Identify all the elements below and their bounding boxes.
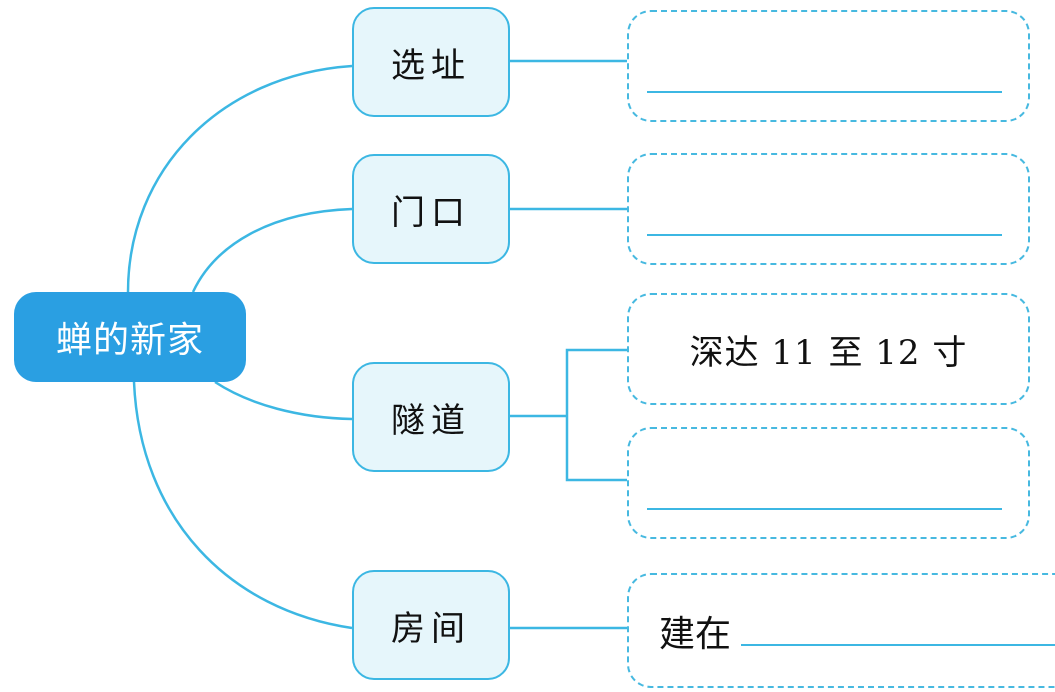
branch-label: 选址: [391, 45, 471, 86]
connector-root-to-xuanzhi: [126, 64, 353, 293]
branch-node-xuanzhi: 选址: [352, 7, 510, 117]
answer-blank[interactable]: [741, 644, 1055, 646]
answer-blank[interactable]: [647, 508, 1002, 510]
branch-label: 隧道: [391, 400, 471, 441]
branch-node-suidao: 隧道: [352, 362, 510, 472]
leaf-text: 深达 11 至 12 寸: [689, 332, 968, 373]
leaf-prefix: 建在: [659, 614, 732, 655]
answer-blank[interactable]: [647, 91, 1002, 93]
branch-label: 门口: [391, 192, 471, 233]
branch-node-fangjian: 房间: [352, 570, 510, 680]
branch-node-menkou: 门口: [352, 154, 510, 264]
leaf-box-suidao-blank: [627, 427, 1030, 539]
leaf-box-menkou: [627, 153, 1030, 265]
leaf-box-fangjian: 建在: [627, 573, 1055, 688]
connector-root-to-menkou: [191, 207, 353, 293]
connector-suidao-bracket: [565, 348, 628, 482]
connector-root-to-suidao: [214, 380, 353, 421]
root-title: 蝉的新家: [55, 320, 204, 361]
answer-blank[interactable]: [647, 234, 1002, 236]
branch-label: 房间: [391, 608, 471, 649]
connector-root-to-fangjian: [132, 381, 353, 630]
root-node: 蝉的新家: [14, 292, 246, 382]
leaf-box-suidao-depth: 深达 11 至 12 寸: [627, 293, 1030, 405]
leaf-box-xuanzhi: [627, 10, 1030, 122]
